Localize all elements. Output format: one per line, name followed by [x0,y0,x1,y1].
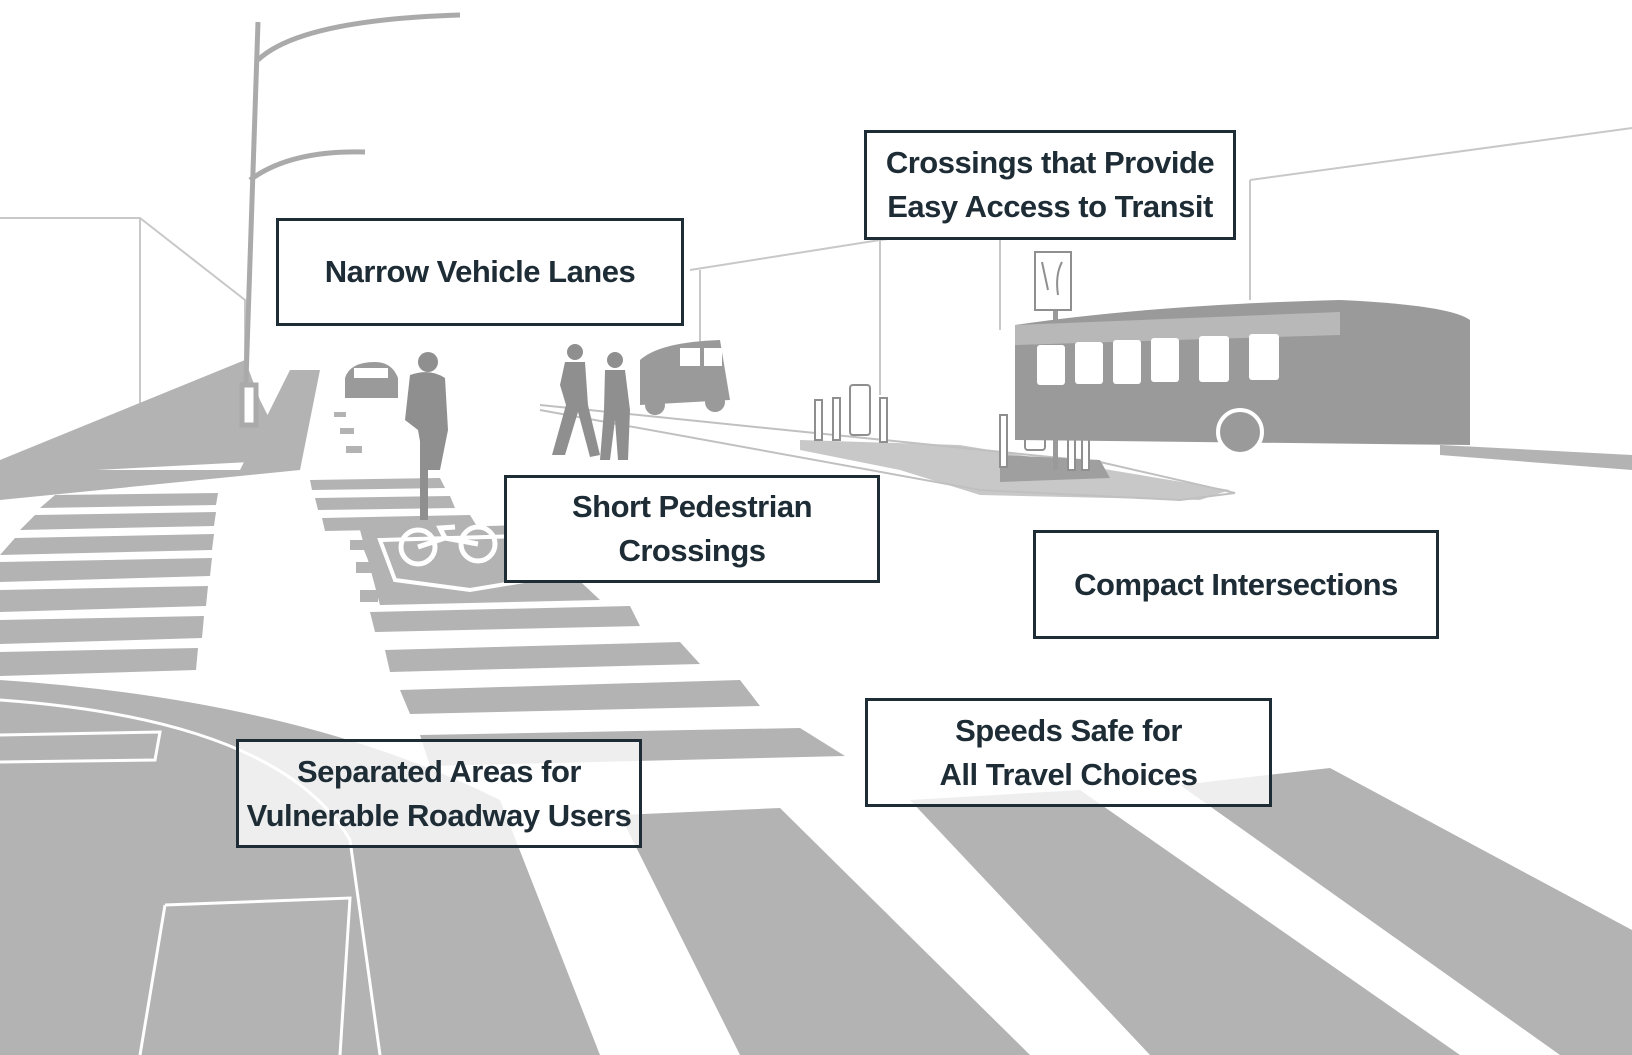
callout-text-line2: Crossings [618,533,766,568]
bicycle-symbol-icon [398,524,498,567]
car [345,362,398,398]
callout-text-line2: Easy Access to Transit [887,189,1213,224]
callout-short-pedestrian-crossings: Short Pedestrian Crossings [504,475,880,583]
lane-merge-sign-icon [1041,261,1063,296]
callout-text-line1: Crossings that Provide [885,145,1215,180]
callout-text-line2: All Travel Choices [939,756,1198,792]
bus [1015,300,1470,456]
callout-separated-areas: Separated Areas for Vulnerable Roadway U… [236,739,642,848]
pedestrians [552,344,630,460]
callout-transit-access-crossings: Crossings that Provide Easy Access to Tr… [864,130,1236,240]
callout-text-line1: Separated Areas for [297,753,581,789]
callout-compact-intersections: Compact Intersections [1033,530,1439,639]
callout-text-line2: Vulnerable Roadway Users [246,797,632,833]
callout-text-line1: Short Pedestrian [571,489,813,524]
callout-narrow-vehicle-lanes: Narrow Vehicle Lanes [276,218,684,326]
crosswalk-left [0,493,218,676]
cyclist [405,352,448,520]
street-light [239,12,461,428]
callout-text-line1: Speeds Safe for [955,712,1182,748]
roadway [0,360,1632,500]
crosswalk-foreground [0,680,1632,1055]
callout-text: Compact Intersections [1074,566,1398,602]
van [640,340,730,415]
callout-safe-speeds: Speeds Safe for All Travel Choices [865,698,1272,807]
callout-text: Narrow Vehicle Lanes [324,254,636,289]
